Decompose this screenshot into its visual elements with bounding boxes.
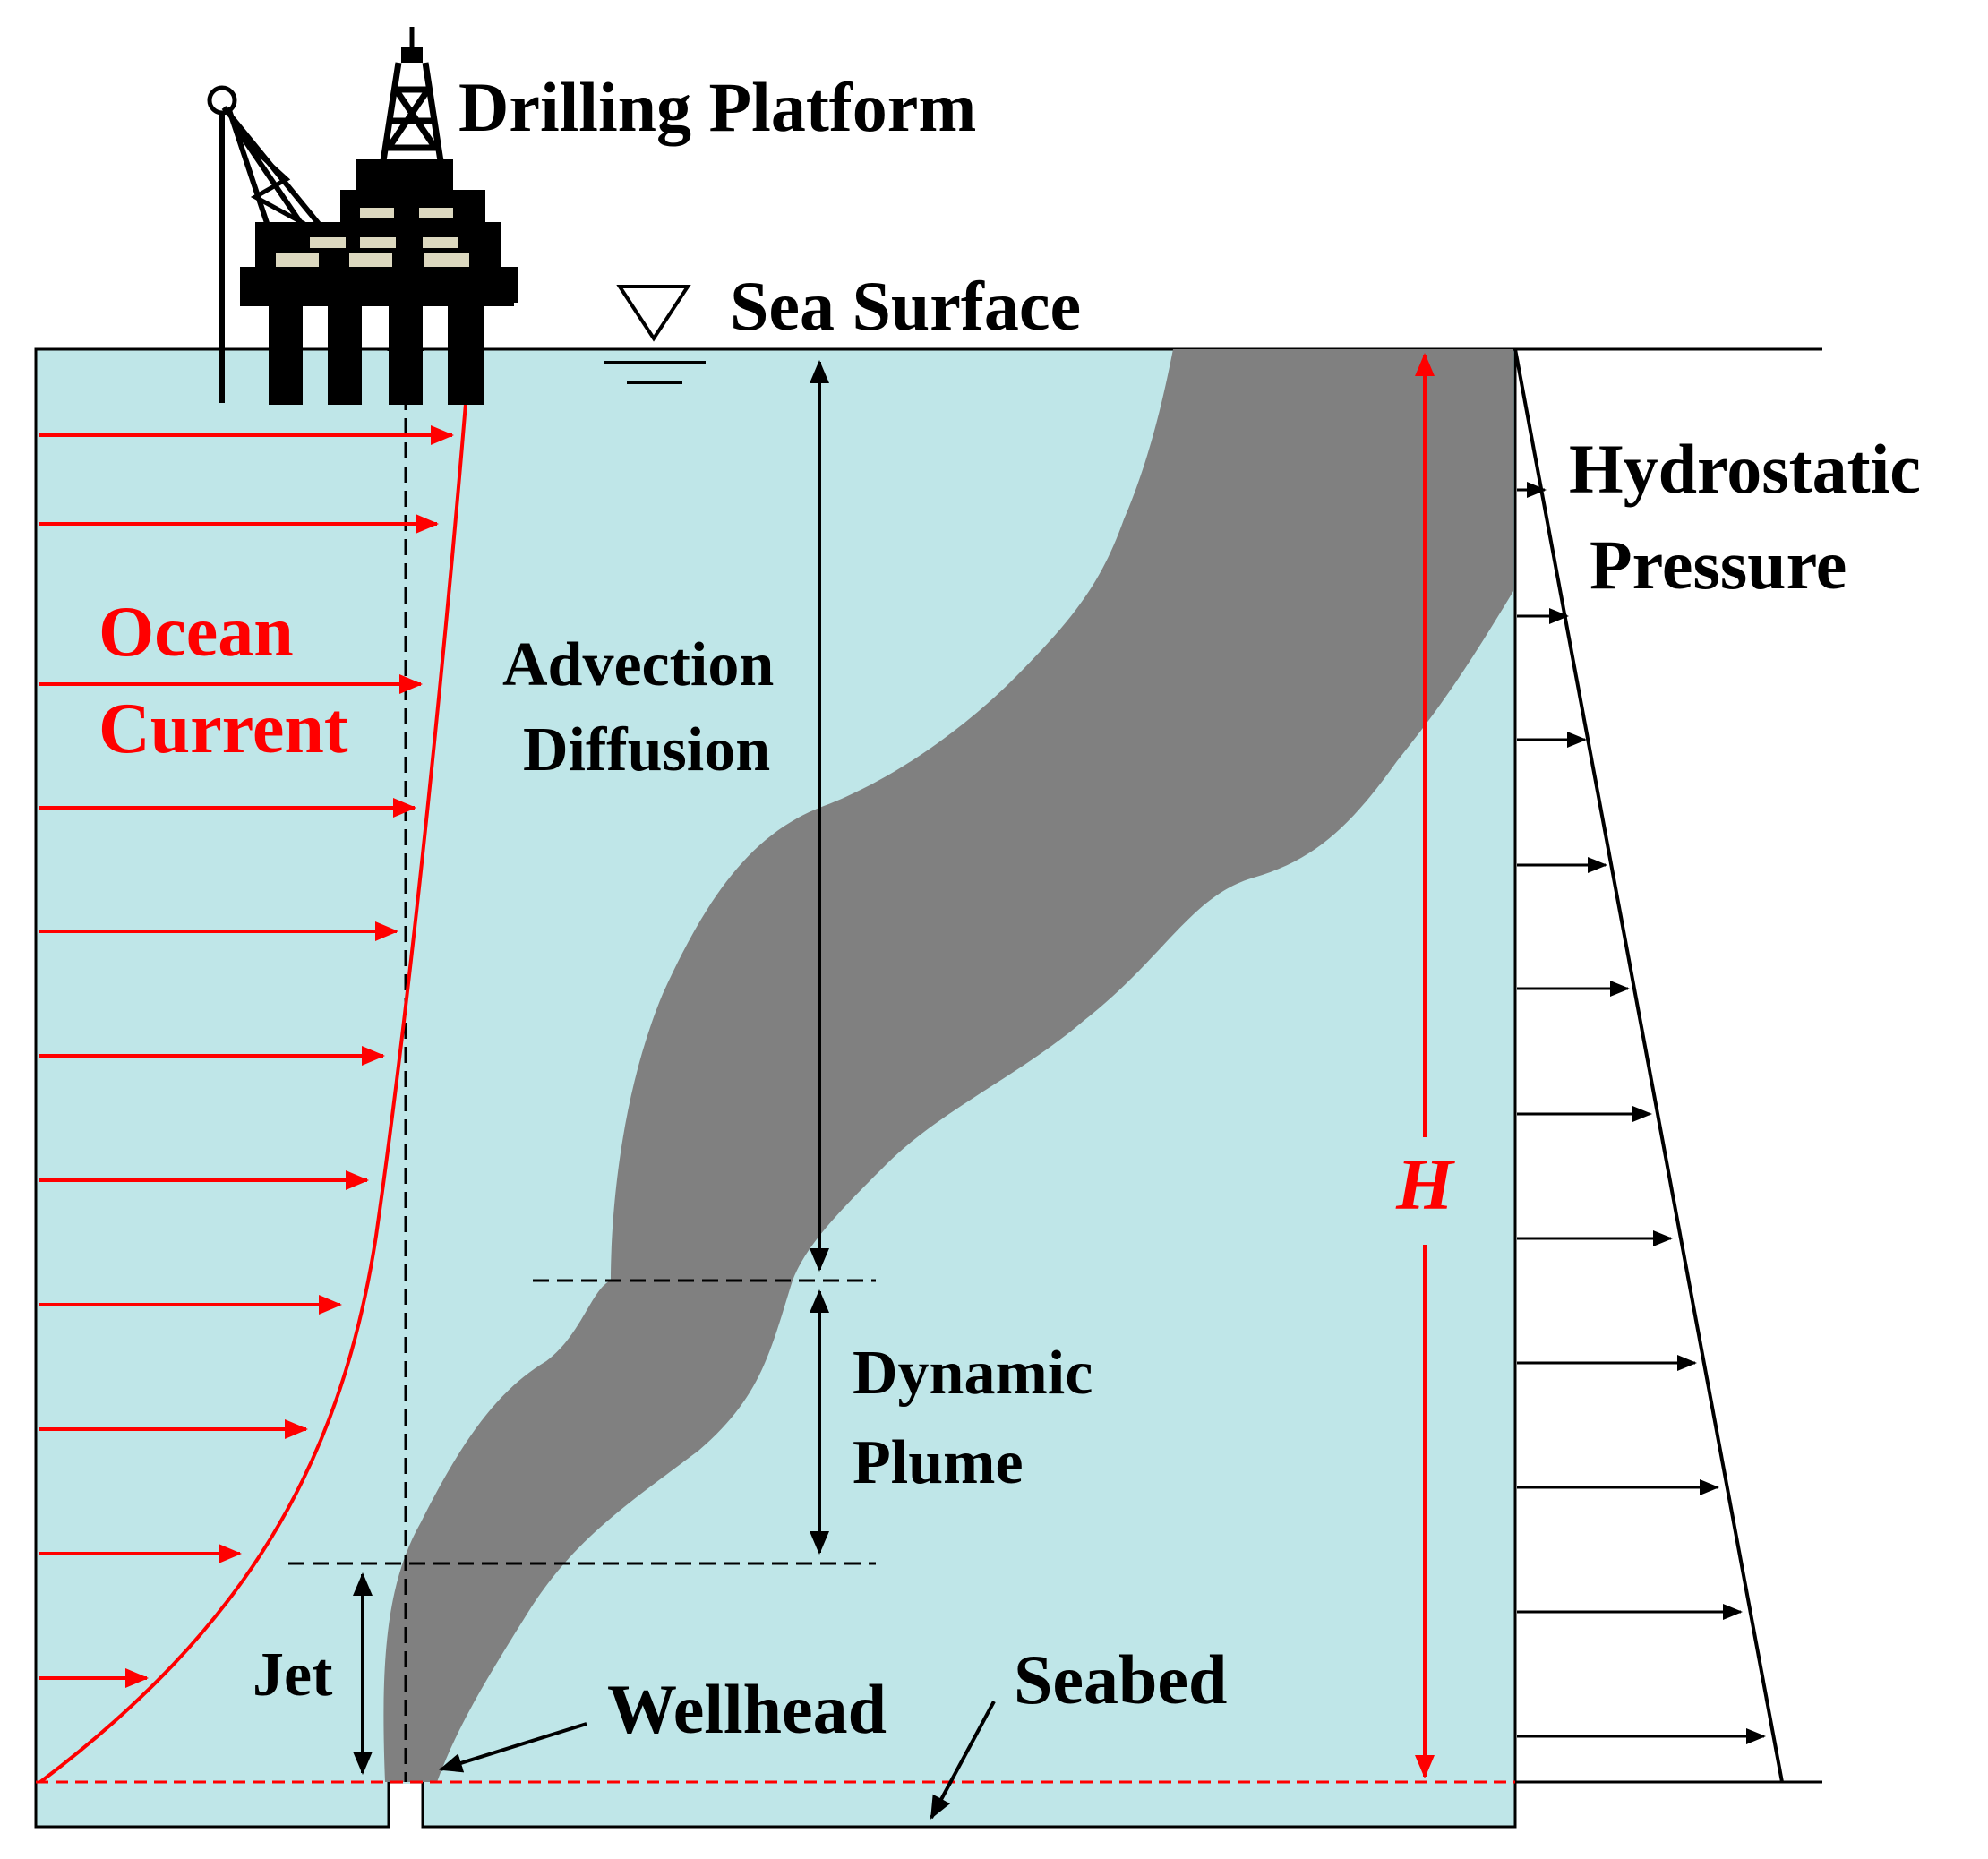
- depth-label: H: [1395, 1144, 1455, 1225]
- advection-label-line2: Diffusion: [523, 715, 770, 784]
- dynamic-plume-label-line1: Dynamic: [853, 1339, 1093, 1408]
- platform-label: Drilling Platform: [458, 68, 976, 146]
- hydrostatic-profile-line: [1513, 348, 1784, 1783]
- hydrostatic-arrows: [1517, 482, 1766, 1744]
- ocean-current-label-line2: Current: [99, 690, 348, 768]
- jet-label: Jet: [253, 1641, 332, 1709]
- oil-plume: [383, 349, 1513, 1782]
- current-arrows: [39, 425, 454, 1688]
- seabed-pointer: [930, 1701, 996, 1820]
- advection-label-line1: Advection: [502, 630, 774, 699]
- current-profile-curve: [39, 348, 472, 1784]
- sea-surface-label: Sea Surface: [730, 267, 1081, 345]
- hydrostatic-label-line2: Pressure: [1590, 526, 1847, 604]
- water-body-left: [34, 347, 390, 1829]
- drilling-platform-icon: [207, 27, 518, 405]
- seabed-label: Seabed: [1014, 1641, 1227, 1718]
- hydrostatic-label-line1: Hydrostatic: [1569, 430, 1921, 508]
- wellhead-label: Wellhead: [607, 1670, 887, 1748]
- water-level-icon: [604, 285, 706, 384]
- ocean-current-label-line1: Ocean: [99, 593, 294, 672]
- dynamic-plume-label-line2: Plume: [853, 1428, 1024, 1497]
- wellhead-pointer: [439, 1722, 587, 1773]
